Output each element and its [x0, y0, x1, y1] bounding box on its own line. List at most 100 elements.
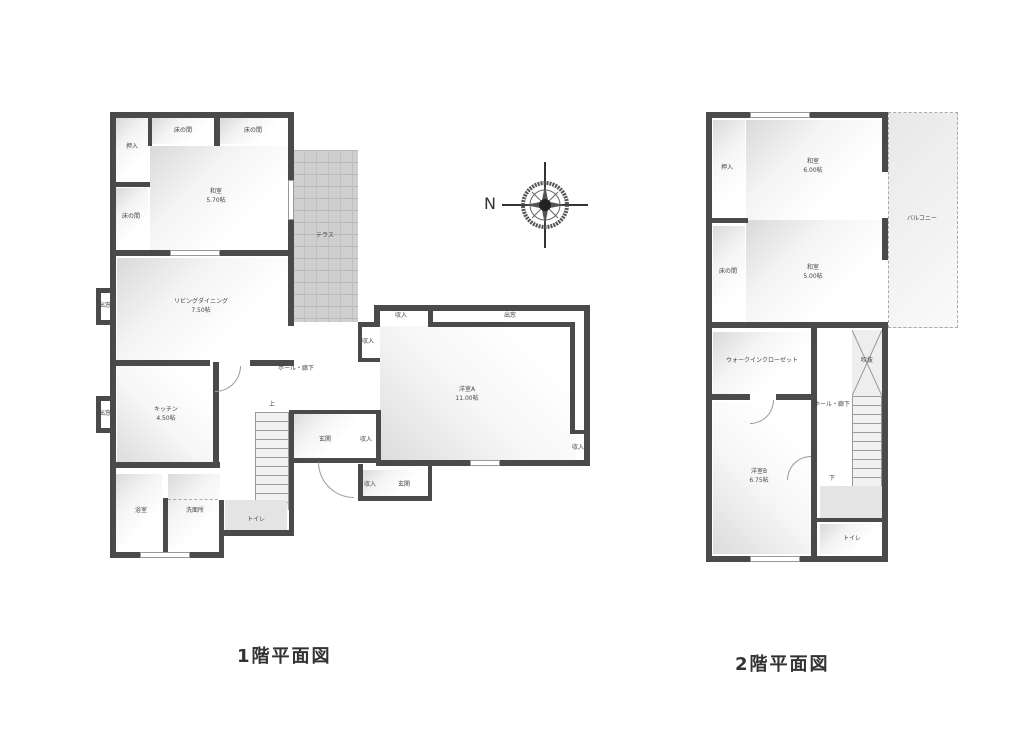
label-bay-1: 出窓 — [98, 302, 112, 309]
label-tokonoma-1f-3: 床の間 — [121, 213, 141, 220]
wall — [290, 458, 380, 463]
label-toilet-1f: トイレ — [246, 516, 266, 523]
wall — [374, 305, 588, 311]
door-arc — [215, 366, 241, 392]
floor1-caption: 1階平面図 — [237, 646, 332, 667]
wall — [290, 410, 354, 414]
label-tokonoma-1f-1: 床の間 — [173, 127, 193, 134]
label-oshiire-1f: 押入 — [125, 143, 139, 150]
label-closet-a2: 収入 — [361, 338, 375, 345]
terrace-area — [292, 150, 358, 322]
label-western-b: 洋室B — [750, 468, 768, 475]
room-western-a — [380, 326, 576, 462]
wall — [110, 462, 220, 468]
label-toilet-2f: トイレ — [842, 535, 862, 542]
room-toilet-2f — [820, 524, 882, 554]
label-washitsu-1f-size: 5.70帖 — [206, 197, 226, 204]
wall — [220, 530, 294, 536]
wall — [110, 360, 210, 366]
room-kitchen — [117, 366, 213, 462]
label-closet-a1: 収入 — [394, 312, 408, 319]
label-walkin-closet: ウォークインクローゼット — [725, 357, 799, 364]
room-washitsu-2f-1 — [746, 120, 882, 220]
wall — [354, 410, 378, 414]
wall — [110, 466, 116, 558]
label-washroom: 洗面所 — [185, 507, 205, 514]
room-tokonoma-1f-2 — [220, 118, 286, 144]
window — [170, 250, 220, 256]
room-tokonoma-2f — [713, 226, 745, 322]
wall — [163, 498, 168, 554]
label-living-dining-size: 7.50帖 — [191, 307, 211, 314]
wall — [882, 112, 888, 172]
wall — [289, 410, 294, 536]
stairs-landing-2f — [820, 486, 882, 520]
wall — [219, 500, 224, 558]
wall — [110, 182, 150, 187]
label-tokonoma-1f-2: 床の間 — [243, 127, 263, 134]
room-living-dining — [117, 258, 288, 360]
balcony-area — [888, 112, 958, 328]
wall — [706, 322, 888, 328]
wall — [706, 394, 750, 400]
void-cross-icon — [852, 330, 882, 396]
label-washitsu-2f-2-size: 5.00帖 — [803, 273, 823, 280]
label-washitsu-2f-1: 和室 — [806, 158, 820, 165]
label-stairs-down: 下 — [828, 475, 836, 482]
label-closet-e2: 収入 — [363, 481, 377, 488]
room-oshiire-1f — [116, 118, 148, 182]
window — [288, 180, 294, 220]
room-washitsu-2f-2 — [746, 220, 882, 322]
label-balcony: バルコニー — [907, 215, 937, 222]
wall — [814, 518, 886, 522]
label-entrance-2: 玄関 — [397, 481, 411, 488]
wall — [96, 396, 101, 432]
wall — [430, 322, 574, 327]
room-washroom — [168, 474, 220, 550]
label-entrance-1: 玄関 — [318, 436, 332, 443]
wall — [96, 396, 112, 401]
wall — [96, 288, 101, 324]
room-entrance-2 — [362, 470, 422, 496]
wall — [706, 112, 712, 562]
window — [750, 112, 810, 118]
label-western-b-size: 6.75帖 — [749, 477, 769, 484]
room-washitsu-1f — [150, 146, 290, 250]
wall — [570, 322, 575, 434]
label-closet-a3: 収入 — [571, 444, 585, 451]
wall — [428, 464, 432, 500]
label-kitchen-size: 4.50帖 — [156, 415, 176, 422]
room-tokonoma-1f-1 — [152, 118, 214, 144]
wall — [213, 362, 219, 468]
window — [750, 556, 800, 562]
wall — [811, 326, 817, 558]
label-oshiire-2f: 押入 — [720, 164, 734, 171]
stairs-1f — [255, 412, 289, 510]
floor2-caption: 2階平面図 — [735, 654, 830, 675]
wall — [358, 464, 363, 500]
label-western-a-size: 11.00帖 — [455, 395, 479, 402]
label-hall-1f: ホール・廊下 — [277, 365, 315, 372]
wall — [214, 112, 220, 146]
room-tokonoma-1f-3 — [116, 188, 148, 248]
label-terrace: テラス — [316, 232, 334, 239]
room-walkin-closet — [713, 332, 811, 394]
wall — [358, 496, 432, 501]
wall — [358, 322, 378, 327]
stairs-2f — [852, 396, 882, 486]
wall — [96, 428, 112, 433]
label-hall-2f: ホール・廊下 — [813, 401, 851, 408]
label-western-a: 洋室A — [458, 386, 476, 393]
washroom-opening — [168, 470, 218, 500]
room-bath — [114, 474, 162, 550]
label-washitsu-2f-1-size: 6.00帖 — [803, 167, 823, 174]
wall — [288, 256, 294, 326]
label-stairs-up: 上 — [268, 401, 276, 408]
label-living-dining: リビングダイニング — [173, 298, 229, 305]
label-bay-2: 出窓 — [98, 410, 112, 417]
wall — [148, 112, 152, 146]
compass-rose-icon — [502, 162, 588, 248]
room-entrance-1 — [292, 414, 354, 458]
label-washitsu-2f-2: 和室 — [806, 264, 820, 271]
compass: N — [480, 160, 600, 250]
